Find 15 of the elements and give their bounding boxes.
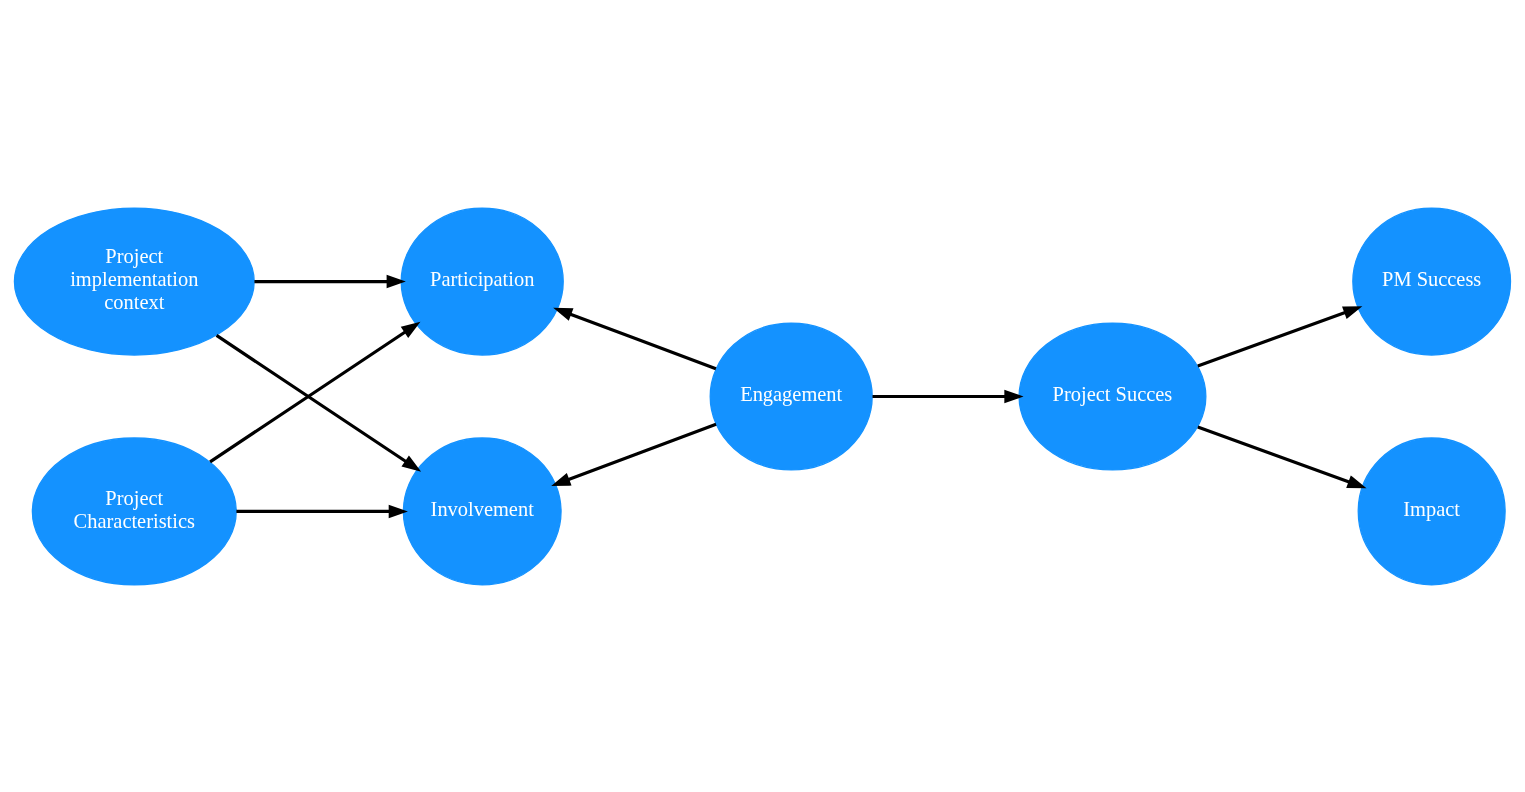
arrow [872, 389, 1024, 403]
arrow [209, 321, 421, 463]
node-circle: Engagement [709, 321, 873, 471]
arrow [1197, 425, 1367, 488]
node-circle: Impact [1357, 436, 1506, 586]
node-circle: PM Success [1352, 206, 1512, 356]
node-ellipse: Project Characteristics [31, 436, 237, 586]
arrow [1197, 305, 1363, 367]
node-ellipse: Project implementation context [13, 206, 255, 356]
node-ellipse: Project Succes [1018, 321, 1207, 471]
arrow [254, 274, 406, 288]
arrow [553, 307, 717, 370]
arrow [236, 504, 408, 518]
arrow [551, 422, 717, 486]
arrow [215, 333, 422, 472]
